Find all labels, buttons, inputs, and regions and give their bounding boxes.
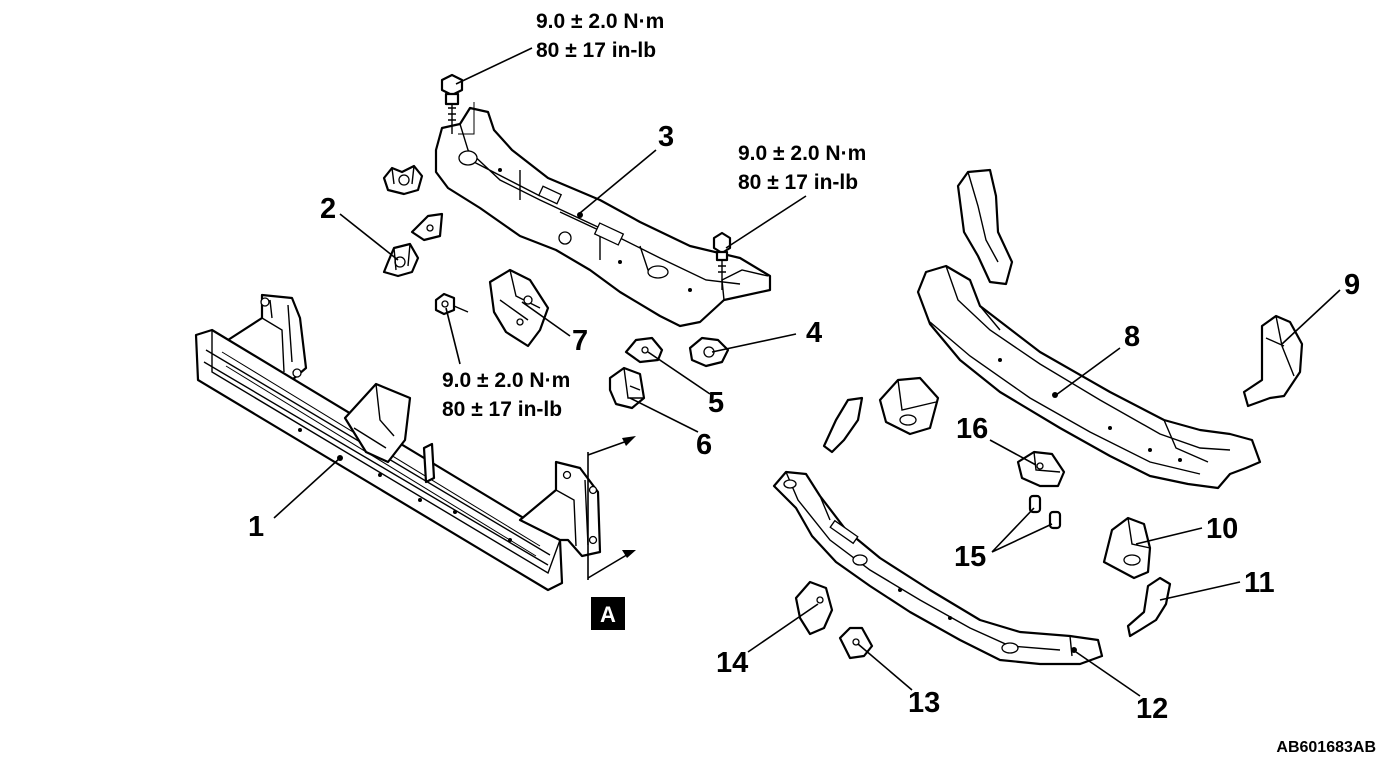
part-14-clip: [794, 580, 834, 636]
part-4-nut: [688, 336, 730, 368]
callout-11: 11: [1244, 567, 1275, 599]
torque-spec-right: 9.0 ± 2.0 N·m 80 ± 17 in-lb: [738, 142, 866, 194]
part-7-bracket: [488, 268, 550, 348]
part-bracket-long: [822, 396, 864, 454]
bolt-upper-left: [440, 73, 475, 135]
part-3-upper-radiator-support: [434, 106, 772, 328]
callout-8: 8: [1124, 321, 1140, 353]
callout-16: 16: [956, 413, 988, 445]
part-13-clip: [838, 626, 874, 660]
part-side-panel: [956, 168, 1014, 286]
part-8-lower-member: [916, 264, 1262, 490]
callout-5: 5: [708, 387, 724, 419]
part-bracket-angled: [878, 376, 940, 436]
torque-spec-lower-nm: 9.0 ± 2.0 N·m: [442, 369, 570, 392]
callout-9: 9: [1344, 269, 1360, 301]
part-12-lower-crossmember: [772, 470, 1104, 666]
torque-spec-top: 9.0 ± 2.0 N·m 80 ± 17 in-lb: [536, 10, 664, 62]
part-plate-clip: [410, 212, 444, 242]
view-a-marker-box: [591, 597, 625, 630]
part-10-bracket: [1102, 516, 1152, 580]
part-2-clip: [382, 242, 420, 278]
callout-12: 12: [1136, 693, 1168, 725]
part-1-bumper-reinforcement: [194, 293, 602, 592]
torque-spec-right-inlb: 80 ± 17 in-lb: [738, 171, 858, 194]
callout-2: 2: [320, 193, 336, 225]
part-16-bracket: [1016, 450, 1066, 488]
figure-id: AB601683AB: [1276, 739, 1376, 756]
torque-spec-top-inlb: 80 ± 17 in-lb: [536, 39, 656, 62]
bolt-part-7: [434, 292, 469, 316]
callout-7: 7: [572, 325, 588, 357]
callout-3: 3: [658, 121, 674, 153]
part-11-bracket: [1126, 576, 1172, 638]
torque-spec-right-nm: 9.0 ± 2.0 N·m: [738, 142, 866, 165]
part-9-bracket: [1242, 314, 1304, 408]
callout-numbers: 1 2 3 4 5 6 7 8 9 10 11 12 13 14 15 16: [248, 121, 1360, 725]
leader-lines: [273, 47, 1341, 697]
callout-10: 10: [1206, 513, 1238, 545]
torque-spec-top-nm: 9.0 ± 2.0 N·m: [536, 10, 664, 33]
callout-1: 1: [248, 511, 264, 543]
part-upper-nut-clip: [382, 164, 424, 196]
view-a-marker-label: A: [600, 602, 616, 627]
torque-spec-lower: 9.0 ± 2.0 N·m 80 ± 17 in-lb: [442, 369, 570, 421]
callout-15: 15: [954, 541, 986, 573]
callout-13: 13: [908, 687, 940, 719]
torque-spec-lower-inlb: 80 ± 17 in-lb: [442, 398, 562, 421]
part-6-grommet: [608, 366, 646, 410]
callout-6: 6: [696, 429, 712, 461]
callout-4: 4: [806, 317, 822, 349]
callout-14: 14: [716, 647, 748, 679]
part-15-fasteners: [1028, 494, 1062, 530]
view-a-indicator: A: [587, 436, 636, 630]
